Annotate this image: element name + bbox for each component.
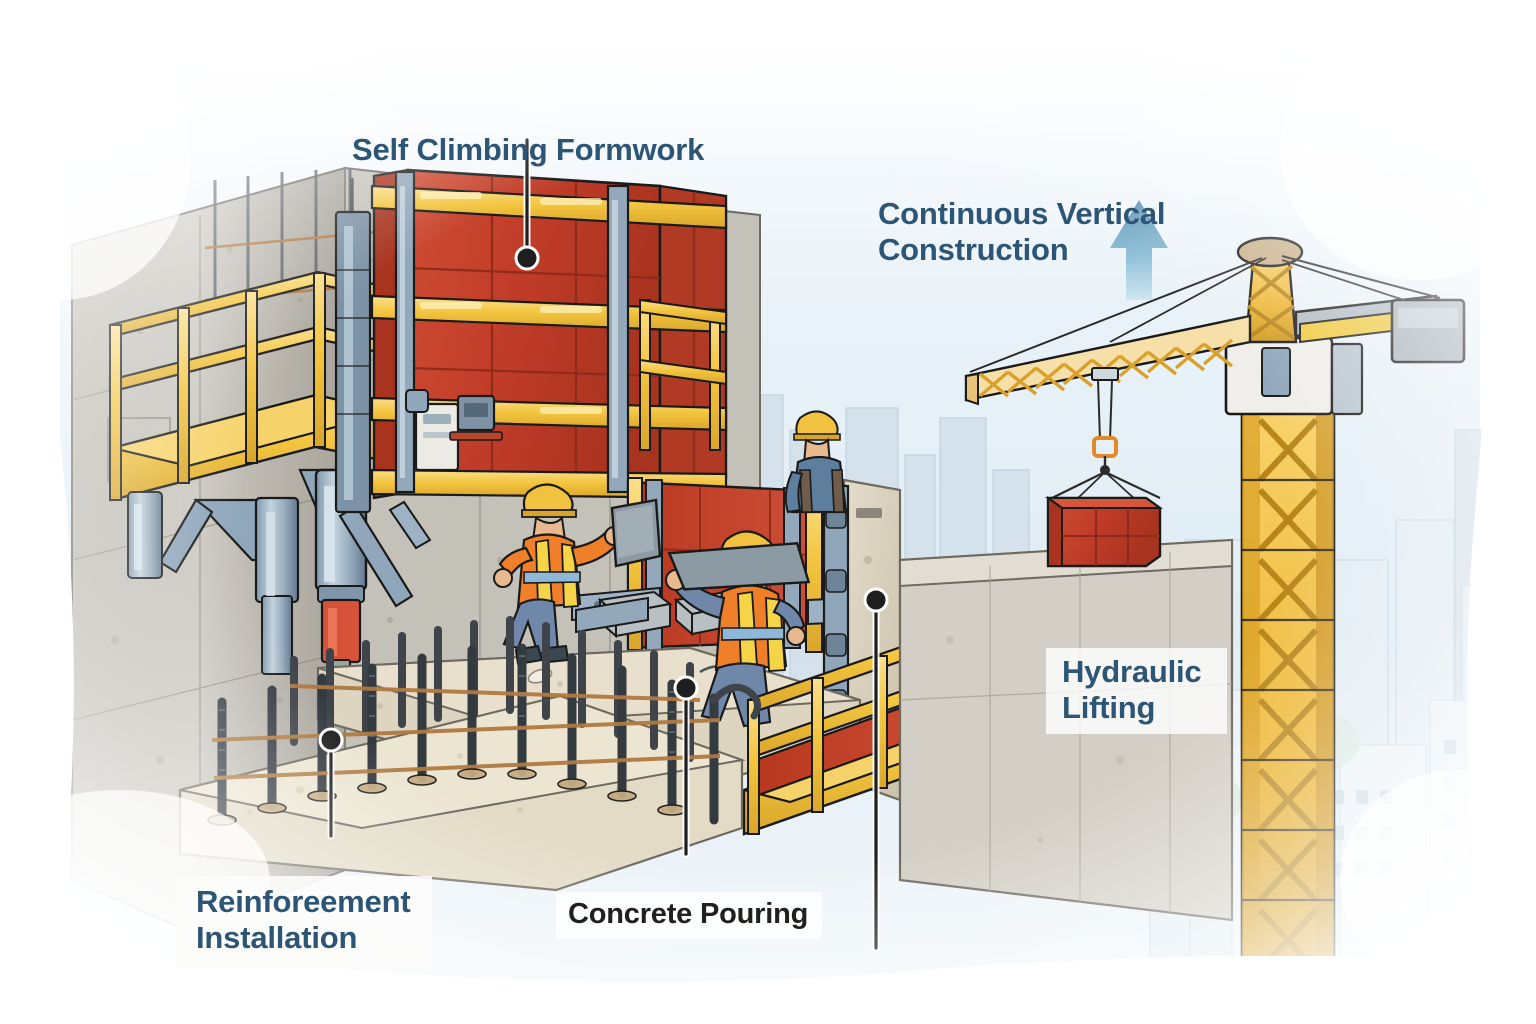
label-concrete-pouring-text: Concrete Pouring (556, 891, 823, 940)
label-reinforcement-installation-text: Reinforeement Installation (176, 875, 433, 968)
label-self-climbing-formwork-text: Self Climbing Formwork (352, 131, 705, 167)
label-reinforcement-installation[interactable]: Reinforeement Installation (176, 840, 433, 968)
label-continuous-vertical-construction[interactable]: Continuous Vertical Construction (872, 154, 1179, 276)
label-continuous-vertical-construction-text: Continuous Vertical Construction (878, 195, 1166, 267)
label-concrete-pouring[interactable]: Concrete Pouring (556, 858, 823, 940)
label-self-climbing-formwork[interactable]: Self Climbing Formwork (338, 90, 718, 176)
leader-dot-formwork (514, 245, 540, 271)
leader-dot-hydraulic (863, 587, 889, 613)
label-hydraulic-lifting[interactable]: Hydraulic Lifting (1046, 612, 1228, 734)
label-hydraulic-lifting-text: Hydraulic Lifting (1046, 647, 1228, 734)
leader-dot-rebar (318, 727, 344, 753)
leader-dot-pouring (673, 675, 699, 701)
